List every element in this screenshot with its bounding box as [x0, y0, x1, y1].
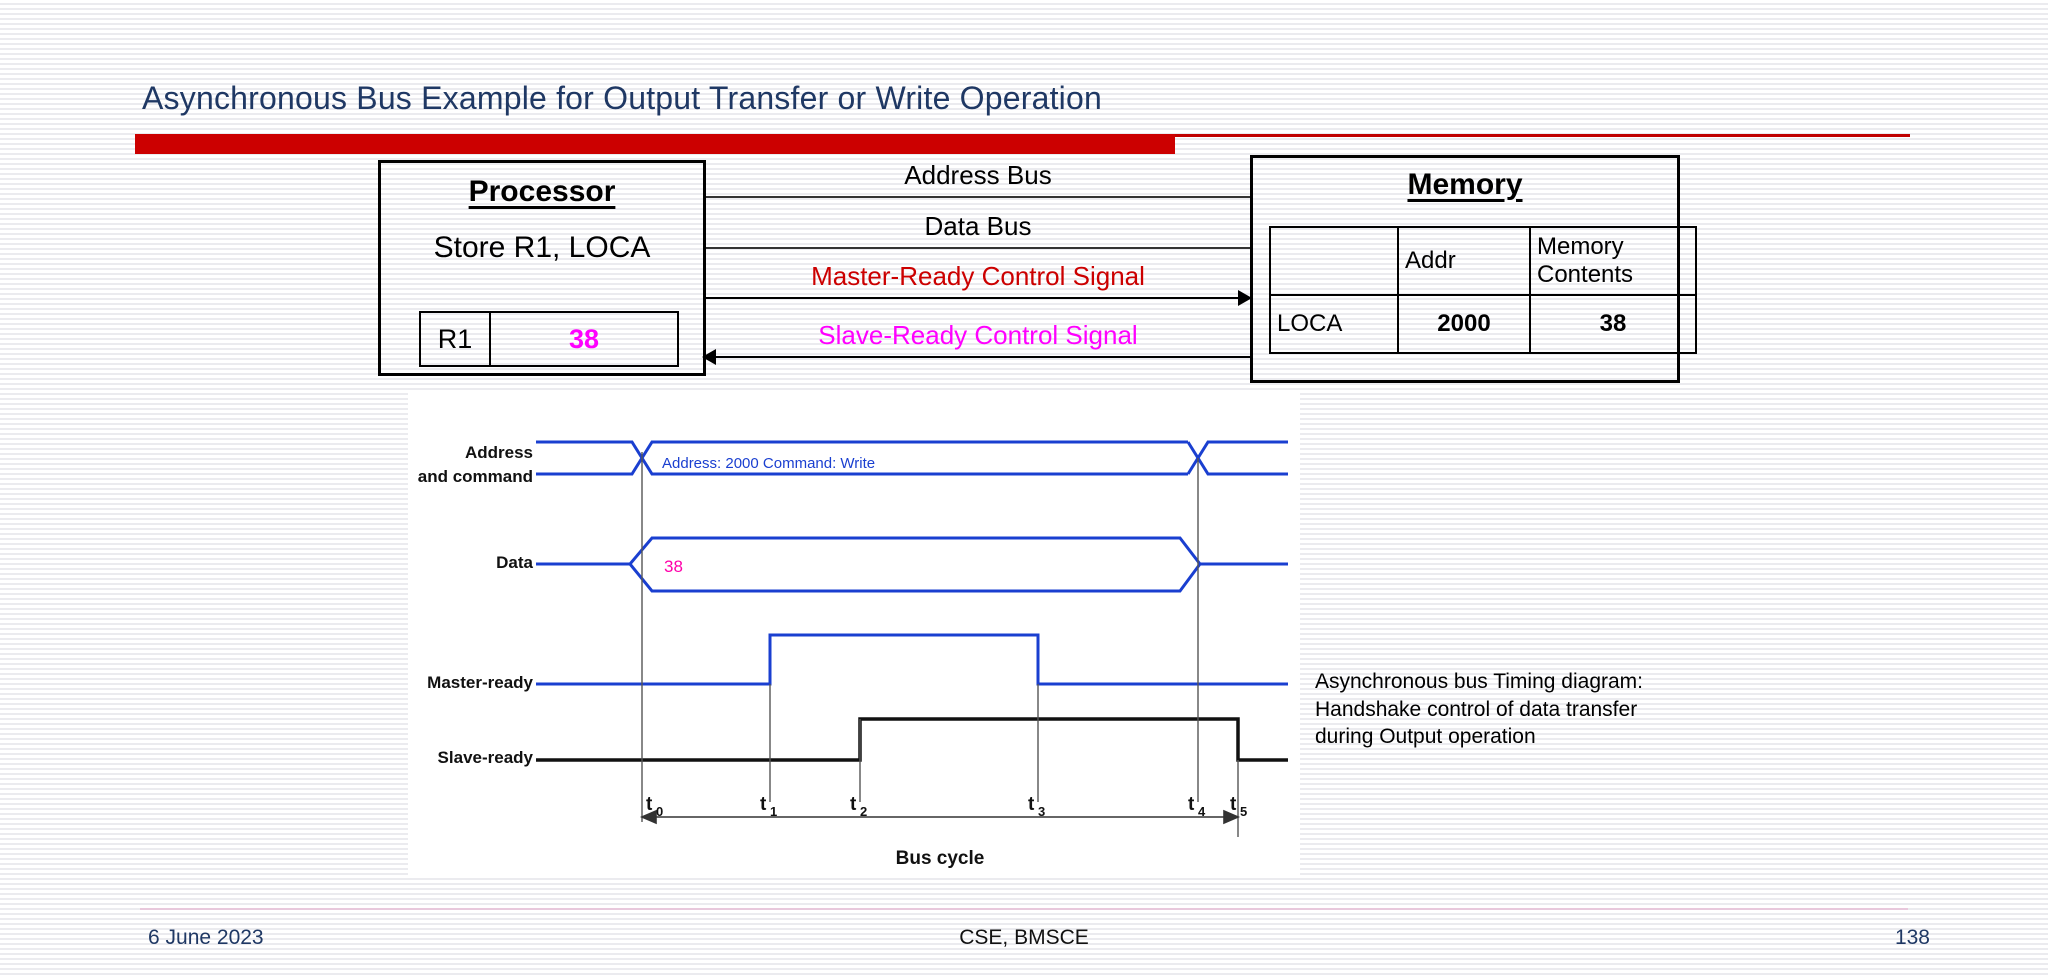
bus-line-address — [706, 196, 1250, 198]
tick-sub-t2: 2 — [860, 804, 867, 819]
timing-gridlines — [641, 452, 1239, 837]
table-row: R1 38 — [419, 311, 679, 367]
tick-label-t2: t — [850, 794, 857, 815]
tick-sub-t3: 3 — [1038, 804, 1045, 819]
title-rule-thick — [135, 134, 1175, 154]
timing-axis — [639, 809, 1241, 825]
timing-label-address-line1: Address — [465, 443, 533, 462]
bus-label-slave-ready: Slave-Ready Control Signal — [818, 320, 1138, 350]
memory-box: Memory Addr Memory Contents LOCA 2000 38 — [1250, 155, 1697, 383]
caption-line-2: Handshake control of data transfer — [1315, 697, 1638, 721]
memory-row-contents: 38 — [1529, 294, 1697, 354]
processor-heading: Processor — [468, 175, 616, 208]
waveform-data — [536, 536, 1288, 593]
table-row: LOCA 2000 38 — [1269, 294, 1697, 354]
bus-label-master-ready: Master-Ready Control Signal — [811, 261, 1145, 291]
tick-sub-t4: 4 — [1198, 804, 1206, 819]
timing-label-master-ready: Master-ready — [427, 673, 533, 692]
waveform-slave-ready — [536, 717, 1288, 762]
tick-label-t0: t — [646, 794, 653, 815]
footer-center-text: CSE, BMSCE — [959, 926, 1089, 949]
caption-line-3: during Output operation — [1315, 725, 1536, 749]
footer-page-number: 138 — [1894, 926, 1930, 949]
bus-line-slave-ready — [716, 356, 1250, 358]
bus-label-address: Address Bus — [904, 160, 1052, 190]
timing-diagram-svg: Address and command Data Master-ready Sl… — [408, 392, 1300, 878]
timing-label-slave-ready: Slave-ready — [438, 748, 534, 767]
tick-label-t4: t — [1188, 794, 1195, 815]
processor-box: Processor Store R1, LOCA R1 38 — [378, 160, 706, 376]
tick-label-t3: t — [1028, 794, 1035, 815]
tick-label-t5: t — [1230, 794, 1237, 815]
memory-table: Addr Memory Contents LOCA 2000 38 — [1269, 226, 1697, 354]
arrow-left-icon — [702, 349, 716, 365]
memory-header-contents: Memory Contents — [1529, 226, 1697, 296]
bus-line-master-ready — [706, 297, 1240, 299]
timing-label-address-line2: and command — [418, 467, 533, 486]
memory-header-addr: Addr — [1397, 226, 1531, 296]
processor-instruction: Store R1, LOCA — [433, 231, 651, 264]
memory-row-label: LOCA — [1269, 294, 1399, 354]
timing-diagram-caption: Asynchronous bus Timing diagram: Handsha… — [1315, 668, 1715, 751]
tick-sub-t1: 1 — [770, 804, 777, 819]
bus-label-data: Data Bus — [924, 211, 1032, 241]
register-name: R1 — [419, 311, 491, 367]
table-header-row: Addr Memory Contents — [1269, 226, 1697, 296]
timing-annotation-address-command: Address: 2000 Command: Write — [662, 455, 875, 472]
footer-divider — [140, 908, 1908, 910]
register-table: R1 38 — [419, 311, 679, 367]
footer-date: 6 June 2023 — [148, 926, 264, 949]
memory-header-blank — [1269, 226, 1399, 296]
timing-annotation-data-value: 38 — [664, 557, 683, 576]
timing-tick-labels: t 0 t 1 t 2 t 3 t 4 t 5 — [646, 794, 1247, 819]
tick-sub-t0: 0 — [656, 804, 663, 819]
timing-label-data: Data — [496, 553, 533, 572]
waveform-master-ready — [536, 633, 1288, 686]
arrow-right-icon — [1238, 290, 1252, 306]
caption-line-1: Asynchronous bus Timing diagram: — [1315, 670, 1643, 693]
register-value: 38 — [489, 311, 679, 367]
memory-heading: Memory — [1407, 168, 1523, 201]
memory-row-addr: 2000 — [1397, 294, 1531, 354]
bus-line-data — [706, 247, 1250, 249]
timing-diagram-panel: Address and command Data Master-ready Sl… — [408, 392, 1300, 878]
page-title: Asynchronous Bus Example for Output Tran… — [142, 80, 1102, 116]
tick-label-t1: t — [760, 794, 767, 815]
timing-axis-label: Bus cycle — [896, 848, 985, 869]
tick-sub-t5: 5 — [1240, 804, 1247, 819]
